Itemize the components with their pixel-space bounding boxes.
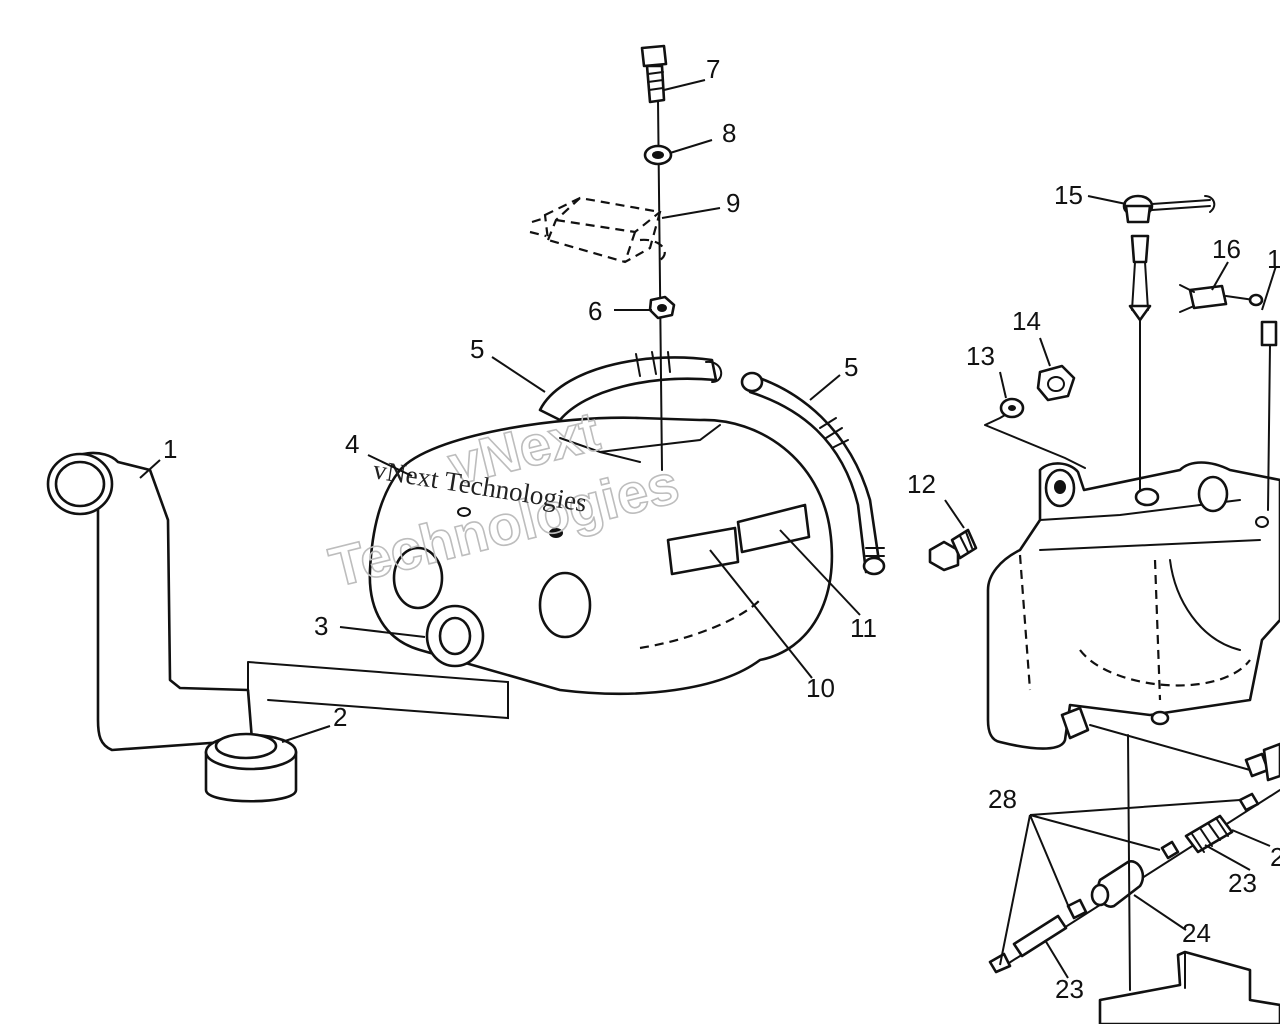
callout-23-upper: 23 — [1228, 868, 1257, 898]
grommet — [204, 732, 298, 803]
reference-outline-right — [984, 411, 1086, 469]
callout-10: 10 — [806, 673, 835, 703]
callout-12: 12 — [907, 469, 936, 499]
callout-1: 1 — [163, 434, 177, 464]
callout-labels: 1 2 3 4 5 5 6 7 8 9 10 11 12 13 14 15 16… — [163, 54, 1280, 1004]
washer — [643, 144, 673, 166]
callout-24: 24 — [1182, 918, 1211, 948]
bolt — [640, 44, 668, 104]
callout-15: 15 — [1054, 180, 1083, 210]
callout-5-left: 5 — [470, 334, 484, 364]
callout-22-cropped: 2 — [1270, 842, 1280, 872]
callout-2: 2 — [333, 702, 347, 732]
housing-bolt — [928, 528, 978, 572]
callout-3: 3 — [314, 611, 328, 641]
vent-hose-right — [740, 371, 886, 576]
fuel-line-assembly — [988, 724, 1280, 991]
level-sensor — [1122, 194, 1216, 491]
reservoir-housing — [986, 461, 1280, 750]
tank-grommet — [425, 604, 485, 668]
housing-washer — [999, 397, 1025, 419]
callout-4: 4 — [345, 429, 359, 459]
fill-neck-tube — [46, 451, 254, 752]
callout-6: 6 — [588, 296, 602, 326]
callout-13: 13 — [966, 341, 995, 371]
oil-tank — [368, 416, 834, 696]
callout-23-lower: 23 — [1055, 974, 1084, 1004]
callout-16: 16 — [1212, 234, 1241, 264]
callout-8: 8 — [722, 118, 736, 148]
callout-11: 11 — [850, 613, 877, 643]
leader-lines — [139, 79, 1277, 979]
callout-14: 14 — [1012, 306, 1041, 336]
sensor-connector — [1179, 284, 1278, 511]
vent-hose-left — [538, 351, 722, 422]
nut — [648, 295, 676, 320]
housing-nut — [1036, 364, 1076, 402]
callout-17-cropped: 1 — [1267, 244, 1280, 274]
mount-bracket — [1098, 950, 1280, 1024]
electronic-module-dashed — [529, 196, 666, 264]
callout-9: 9 — [726, 188, 740, 218]
callout-7: 7 — [706, 54, 720, 84]
callout-28: 28 — [988, 784, 1017, 814]
callout-5-right: 5 — [844, 352, 858, 382]
mounting-plate-outline — [247, 661, 509, 720]
